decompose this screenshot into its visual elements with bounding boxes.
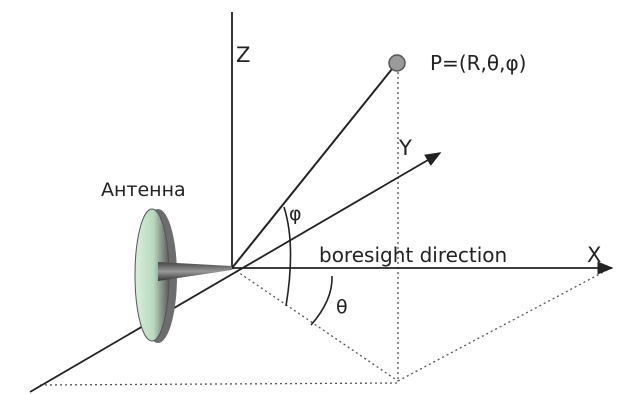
radius-line [231, 63, 397, 269]
y-axis [29, 152, 442, 393]
point-p [388, 54, 406, 72]
antenna [134, 208, 232, 343]
point-label: P=(R,θ,φ) [430, 51, 526, 75]
axis-x-label: X [587, 243, 601, 267]
phi-angle-arc [283, 206, 292, 307]
floor-projection-line [39, 382, 399, 386]
theta-label: θ [336, 296, 348, 318]
axis-y-label: Y [398, 136, 412, 160]
antenna-feed [158, 262, 232, 281]
phi-label: φ [289, 203, 302, 225]
projection-to-origin [231, 267, 399, 382]
theta-angle-arc [310, 275, 333, 326]
projection-lines [39, 72, 612, 386]
projection-to-x-axis [397, 267, 612, 382]
axis-z-label: Z [236, 43, 250, 67]
boresight-label: boresight direction [319, 243, 507, 267]
antenna-label: Антенна [101, 179, 186, 201]
